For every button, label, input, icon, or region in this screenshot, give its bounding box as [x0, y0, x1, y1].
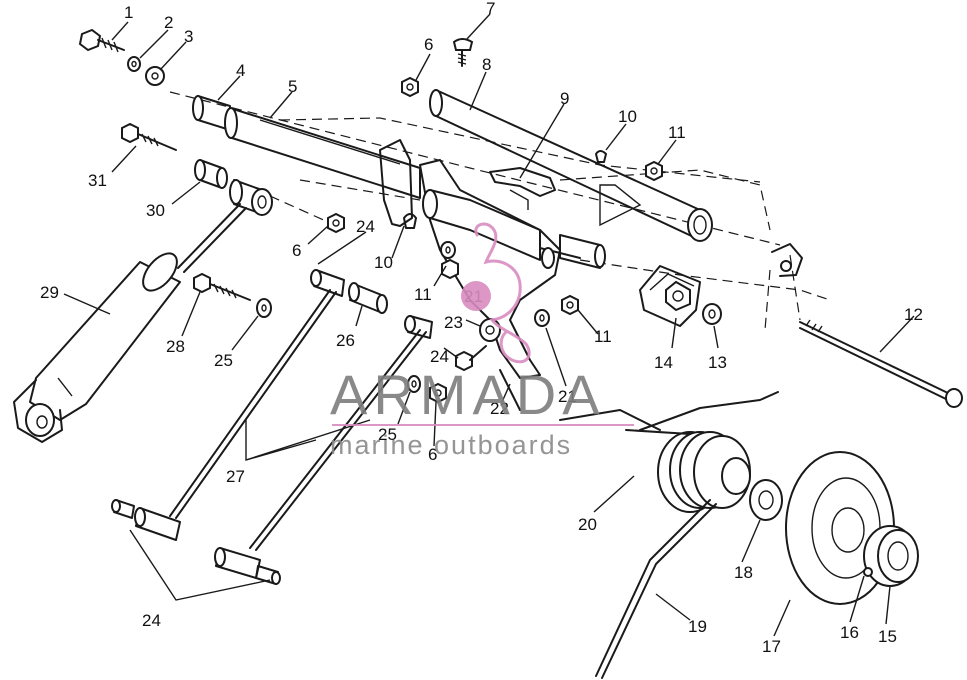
part-label-21: 21	[558, 387, 577, 406]
part-label-14: 14	[654, 353, 673, 372]
part-label-9: 9	[560, 89, 569, 108]
washer-25-upper	[256, 298, 272, 318]
part-label-6-top: 6	[424, 35, 433, 54]
part-label-4: 4	[236, 61, 245, 80]
part-label-10-right: 10	[618, 107, 637, 126]
nut-6-lower	[429, 382, 447, 404]
shock-absorber-29	[13, 179, 273, 443]
bolt-31	[121, 122, 177, 151]
bushing-26	[348, 282, 388, 314]
bolt-28	[193, 272, 251, 301]
part-label-11-right-mid: 11	[594, 327, 612, 346]
rear-mount	[771, 243, 803, 277]
armada-watermark: ARMADA marine outboards	[330, 222, 634, 460]
part-label-25-upper: 25	[214, 351, 233, 370]
nut-11-right-mid	[561, 294, 579, 316]
nut-6-top	[401, 76, 419, 98]
link-rod-right	[214, 315, 433, 585]
nut-11-right-top	[645, 160, 663, 182]
part-label-2: 2	[164, 13, 173, 32]
screw-16	[863, 567, 873, 577]
part-label-11-right-top: 11	[668, 123, 686, 142]
part-label-1: 1	[124, 3, 133, 22]
part-label-24-bottom: 24	[142, 611, 161, 630]
clip-10-center	[403, 213, 417, 229]
part-label-23: 23	[444, 313, 463, 332]
part-label-27: 27	[226, 467, 245, 486]
clip-10-right	[595, 150, 607, 163]
part-label-17: 17	[762, 637, 781, 656]
part-label-29: 29	[40, 283, 59, 302]
part-label-5: 5	[288, 77, 297, 96]
washer-2	[127, 56, 141, 72]
part-label-11-center: 11	[414, 285, 432, 304]
washer-23	[479, 318, 501, 342]
part-label-18: 18	[734, 563, 753, 582]
link-rod-left	[111, 269, 345, 541]
part-label-26: 26	[336, 331, 355, 350]
washer-11-center	[440, 241, 459, 280]
part-label-20: 20	[578, 515, 597, 534]
watermark-brand: ARMADA	[330, 363, 606, 426]
part-label-25-lower: 25	[378, 425, 397, 444]
bushing-30	[194, 159, 228, 189]
upper-tube-8	[429, 89, 713, 242]
torsion-spring-20	[559, 391, 779, 679]
part-label-10-center: 10	[374, 253, 393, 272]
washer-18	[749, 479, 783, 521]
part-label-6-lower: 6	[428, 445, 437, 464]
part-label-28: 28	[166, 337, 185, 356]
rod-12	[799, 319, 963, 408]
part-label-6-mid: 6	[292, 241, 301, 260]
bolt-7	[452, 38, 474, 67]
part-label-31: 31	[88, 171, 107, 190]
part-label-30: 30	[146, 201, 165, 220]
part-label-19: 19	[688, 617, 707, 636]
part-label-12: 12	[904, 305, 923, 324]
part-label-3: 3	[184, 27, 193, 46]
part-labels: 1 2 3 4 5 6 7 8 9 10 11 31 30 6 24 10 11…	[40, 0, 923, 656]
part-label-22: 22	[490, 399, 509, 418]
bolt-1	[78, 28, 125, 53]
washer-21	[534, 309, 550, 327]
washer-25-lower	[407, 375, 421, 393]
block-14	[639, 265, 701, 327]
part-label-24-center: 24	[430, 347, 449, 366]
hub-15	[863, 525, 919, 587]
cross-shaft	[192, 95, 421, 199]
washer-3	[145, 66, 165, 86]
part-label-15: 15	[878, 627, 897, 646]
nut-6-mid	[269, 195, 345, 234]
washer-13	[702, 303, 722, 325]
part-label-13: 13	[708, 353, 727, 372]
bolt-24-center	[455, 345, 487, 372]
watermark-logo-mark	[461, 222, 531, 364]
leader-lines	[63, 13, 915, 637]
part-label-7: 7	[486, 0, 495, 18]
part-label-8: 8	[482, 55, 491, 74]
part-label-16: 16	[840, 623, 859, 642]
part-label-24-top: 24	[356, 217, 375, 236]
watermark-tagline: marine outboards	[330, 430, 572, 460]
